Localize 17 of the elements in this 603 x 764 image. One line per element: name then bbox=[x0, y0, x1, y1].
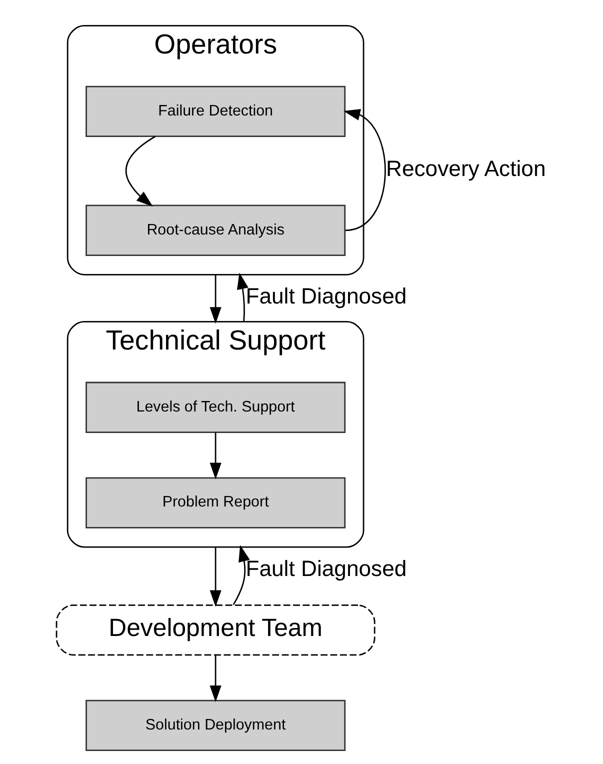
arrow bbox=[209, 432, 221, 479]
arrow bbox=[343, 108, 386, 231]
node-box: Solution Deployment bbox=[85, 699, 346, 751]
edge-label: Fault Diagnosed bbox=[245, 282, 406, 308]
arrow bbox=[209, 654, 221, 702]
arrow bbox=[232, 544, 250, 605]
node-box: Levels of Tech. Support bbox=[85, 381, 346, 432]
node-box: Failure Detection bbox=[85, 85, 346, 137]
arrow bbox=[236, 272, 248, 322]
node-box: Root-cause Analysis bbox=[85, 204, 346, 256]
node-box: Problem Report bbox=[85, 476, 346, 528]
edge-label: Fault Diagnosed bbox=[245, 555, 406, 580]
arrow bbox=[124, 135, 156, 206]
node-box: Development Team bbox=[55, 604, 375, 656]
edge-label: Recovery Action bbox=[385, 156, 546, 181]
arrow bbox=[209, 274, 221, 324]
arrow bbox=[209, 546, 221, 606]
